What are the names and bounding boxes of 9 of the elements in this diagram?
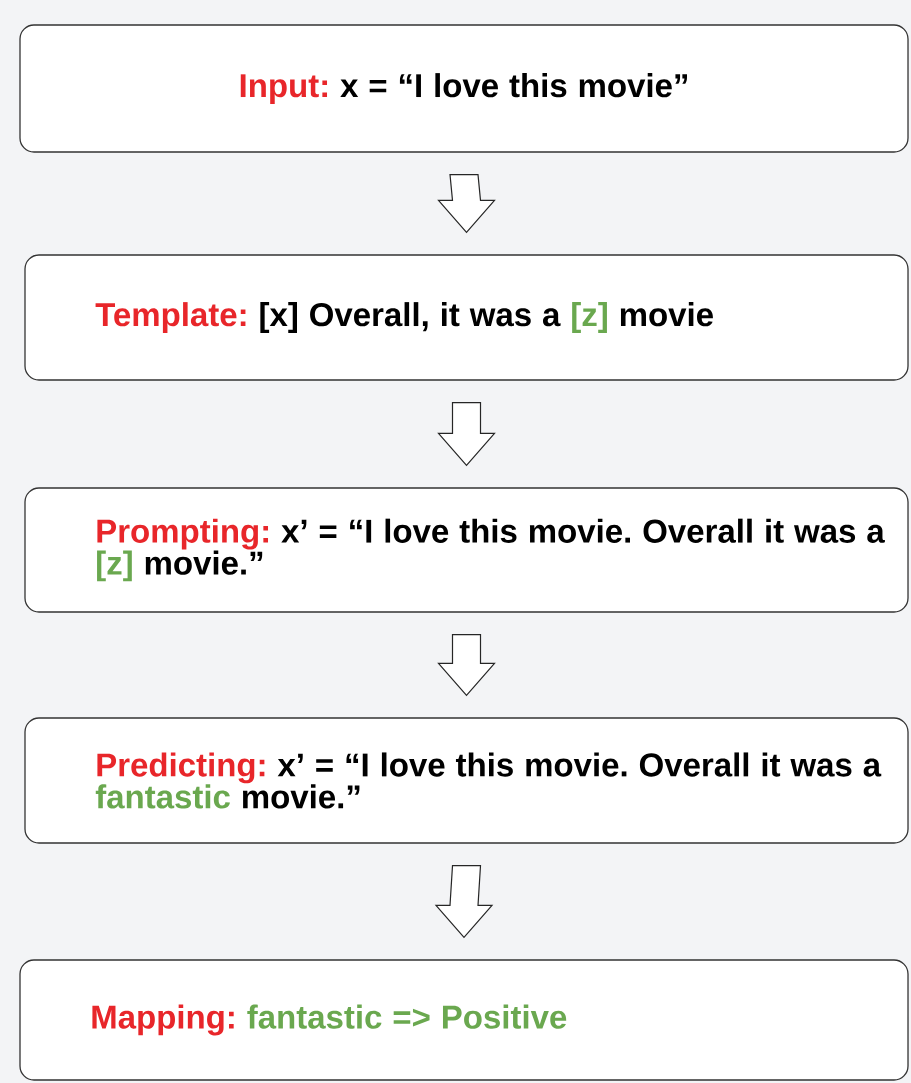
block-arrow — [437, 634, 496, 697]
block-arrow — [437, 402, 496, 467]
block-arrow — [437, 174, 496, 234]
process-box: Predicting: x’ = “I love this movie. Overall it was a fantastic movie.” — [24, 717, 909, 844]
process-box: Prompting: x’ = “I love this movie. Overall it was a [z] movie.” — [24, 487, 909, 613]
process-box: Template: [x] Overall, it was a [z] movie — [24, 254, 909, 381]
block-arrow — [434, 865, 494, 939]
process-box: Mapping: fantastic => Positive — [19, 959, 909, 1081]
process-box: Input: x = “I love this movie” — [19, 24, 909, 153]
